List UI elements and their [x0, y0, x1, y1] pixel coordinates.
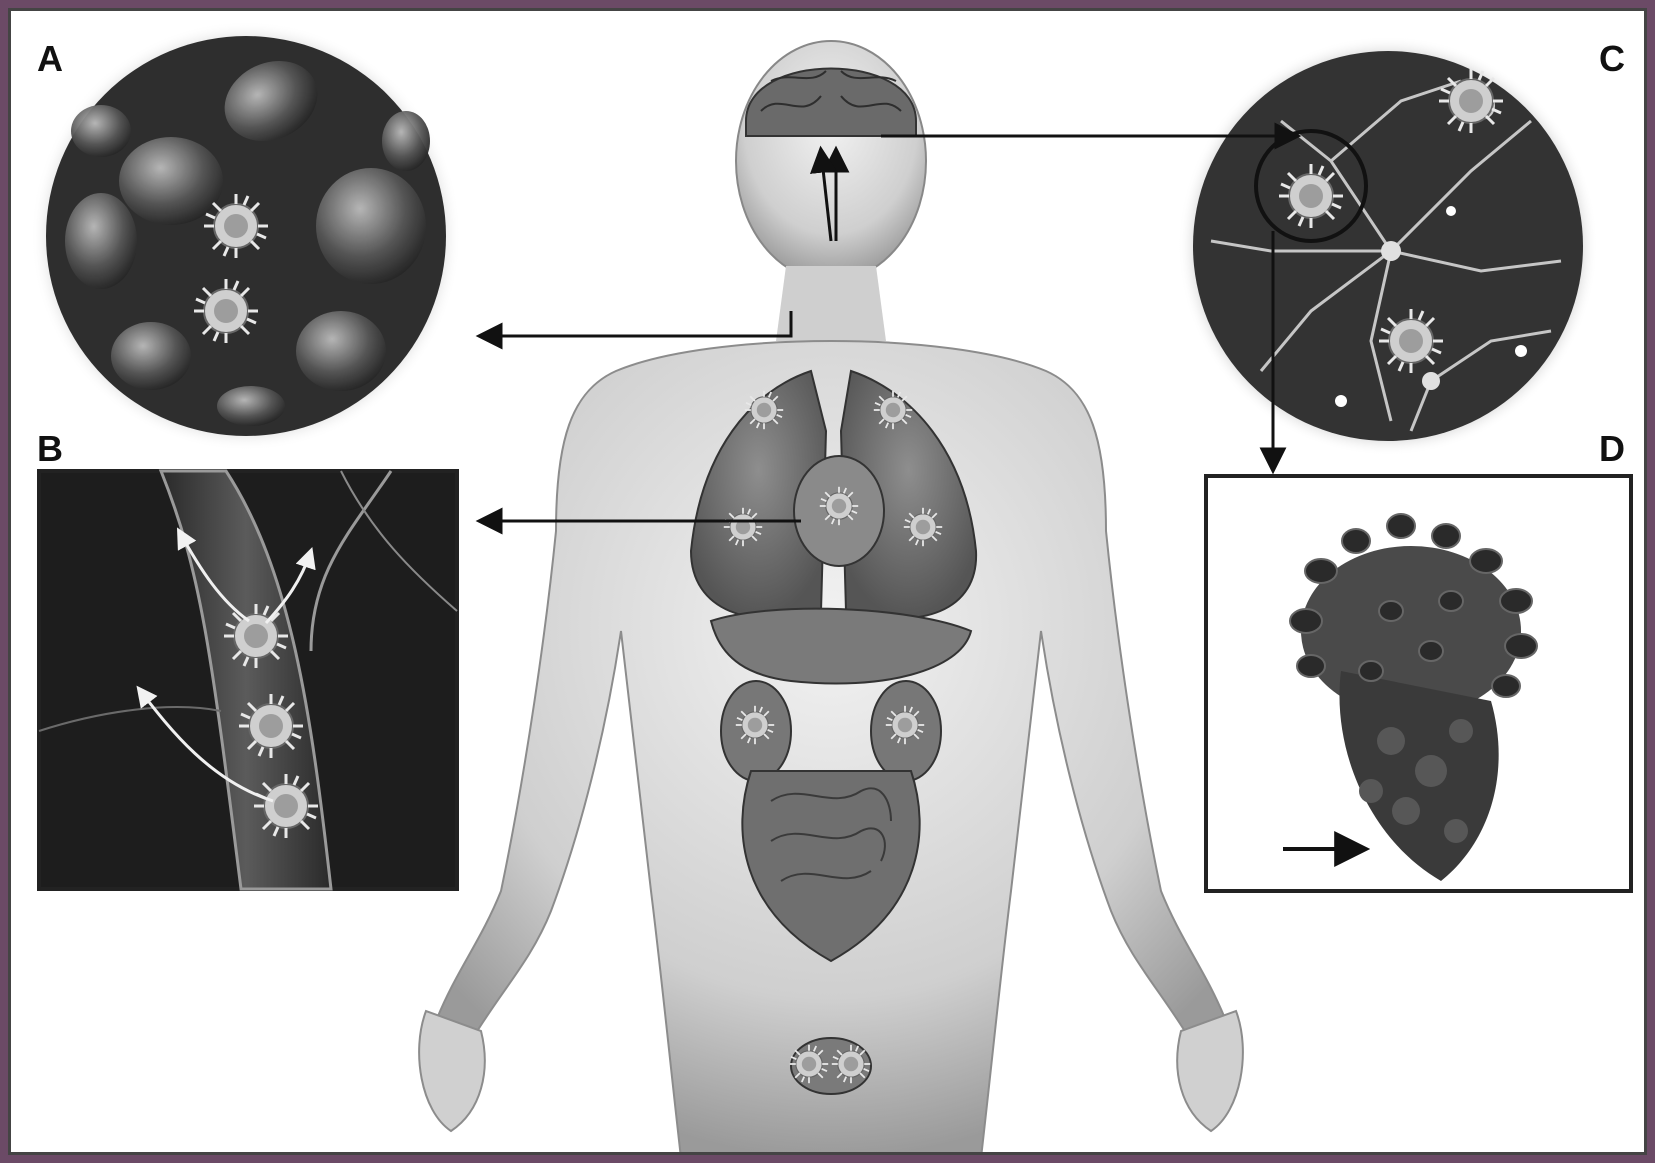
panel-d-virion-box [1206, 476, 1631, 891]
figure-artwork [11, 11, 1647, 1155]
figure-frame: A B C D [8, 8, 1647, 1155]
panel-a-blood-circle [31, 21, 461, 451]
panel-c-neuron-circle [1178, 36, 1598, 456]
panel-label-d: D [1599, 431, 1625, 467]
human-body-figure [419, 41, 1243, 1155]
panel-b-vessel-box [39, 471, 457, 889]
panel-label-c: C [1599, 41, 1625, 77]
panel-label-b: B [37, 431, 63, 467]
panel-label-a: A [37, 41, 63, 77]
